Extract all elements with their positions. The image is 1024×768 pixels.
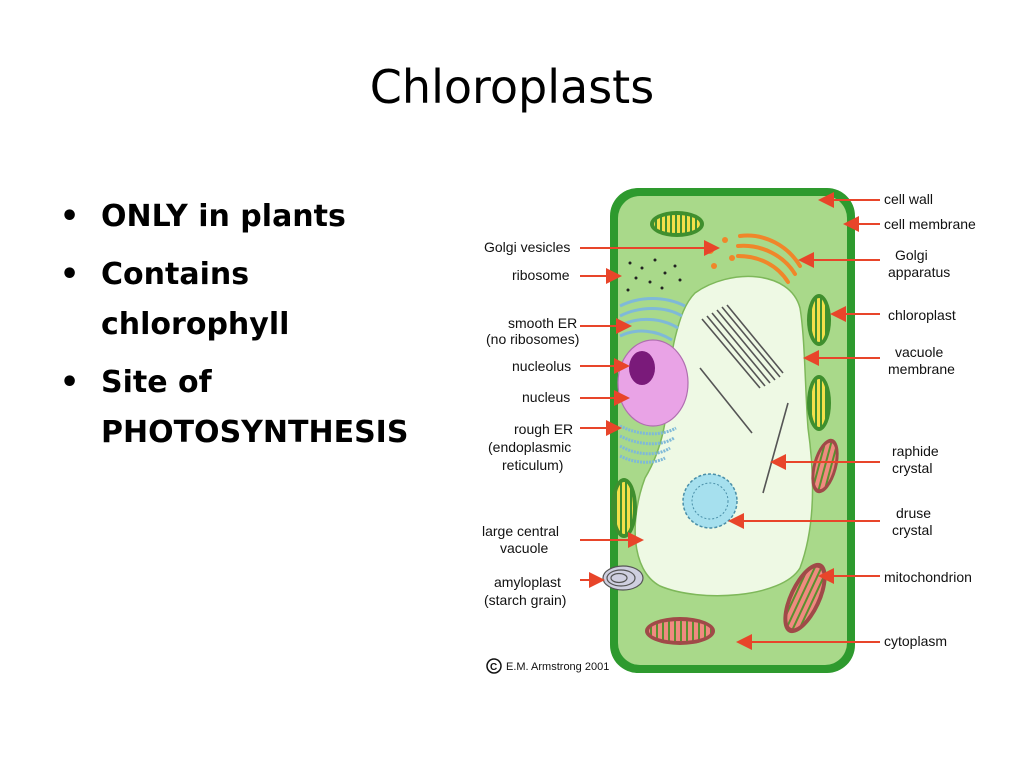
label-golgi-apparatus: apparatus — [888, 264, 950, 280]
label-druse-crystal-2: crystal — [892, 522, 932, 538]
chloroplast — [611, 478, 637, 538]
druse-crystal — [682, 473, 738, 529]
credit-text: E.M. Armstrong 2001 — [506, 661, 609, 673]
bullet-dot-icon: • — [60, 257, 80, 292]
label-golgi: Golgi — [895, 247, 928, 263]
label-chloroplast: chloroplast — [888, 307, 956, 323]
bullet-dot-icon: • — [60, 199, 80, 234]
mitochondrion — [811, 438, 839, 494]
bullet-item: • ONLY in plants — [58, 192, 438, 242]
chloroplast — [807, 375, 831, 431]
bullet-item: • Site of PHOTOSYNTHESIS — [58, 358, 438, 458]
label-vacuole-membrane: vacuole — [895, 344, 943, 360]
bullet-text-continued: chlorophyll — [101, 307, 290, 342]
label-raphide-crystal: raphide — [892, 443, 939, 459]
label-arrows — [580, 192, 880, 650]
label-vacuole: vacuole — [500, 540, 548, 556]
label-nucleus: nucleus — [522, 389, 570, 405]
label-raphide-crystal-2: crystal — [892, 460, 932, 476]
copyright-icon — [486, 658, 502, 674]
copyright-symbol: C — [490, 662, 497, 673]
label-cytoplasm: cytoplasm — [884, 633, 947, 649]
label-smooth-er-note: (no ribosomes) — [486, 331, 579, 347]
label-nucleolus: nucleolus — [512, 358, 571, 374]
label-amyloplast: amyloplast — [494, 574, 561, 590]
label-large-central-vacuole: large central — [482, 523, 559, 539]
bullet-list: • ONLY in plants • Contains chlorophyll … — [58, 192, 438, 466]
bullet-text: Site of — [101, 365, 212, 400]
label-starch-grain: (starch grain) — [484, 592, 566, 608]
nucleolus — [629, 351, 655, 385]
label-rough-er-note-2: reticulum) — [502, 457, 563, 473]
mitochondrion — [783, 562, 827, 634]
chloroplast — [650, 211, 704, 237]
raphide-crystal — [699, 304, 789, 494]
bullet-text-continued: PHOTOSYNTHESIS — [101, 415, 409, 450]
bullet-dot-icon: • — [60, 365, 80, 400]
label-cell-wall: cell wall — [884, 191, 933, 207]
mitochondrion — [645, 617, 715, 645]
label-cell-membrane: cell membrane — [884, 216, 976, 232]
plant-cell-diagram: Golgi vesicles ribosome smooth ER (no ri… — [482, 188, 976, 674]
label-rough-er: rough ER — [514, 421, 573, 437]
bullet-text: Contains — [101, 257, 250, 292]
smooth-er — [619, 297, 686, 342]
chloroplast — [807, 294, 831, 346]
amyloplast — [602, 565, 644, 591]
label-vacuole-membrane-2: membrane — [888, 361, 955, 377]
label-rough-er-note: (endoplasmic — [488, 439, 571, 455]
rough-er — [619, 424, 677, 464]
golgi-apparatus — [736, 233, 802, 284]
label-druse-crystal: druse — [896, 505, 931, 521]
bullet-text: ONLY in plants — [101, 199, 346, 234]
label-mitochondrion: mitochondrion — [884, 569, 972, 585]
bullet-item: • Contains chlorophyll — [58, 250, 438, 350]
slide-title: Chloroplasts — [369, 60, 655, 114]
nucleus — [617, 339, 689, 427]
label-ribosome: ribosome — [512, 267, 570, 283]
label-golgi-vesicles: Golgi vesicles — [484, 239, 570, 255]
ribosomes — [626, 258, 682, 292]
label-smooth-er: smooth ER — [508, 315, 577, 331]
